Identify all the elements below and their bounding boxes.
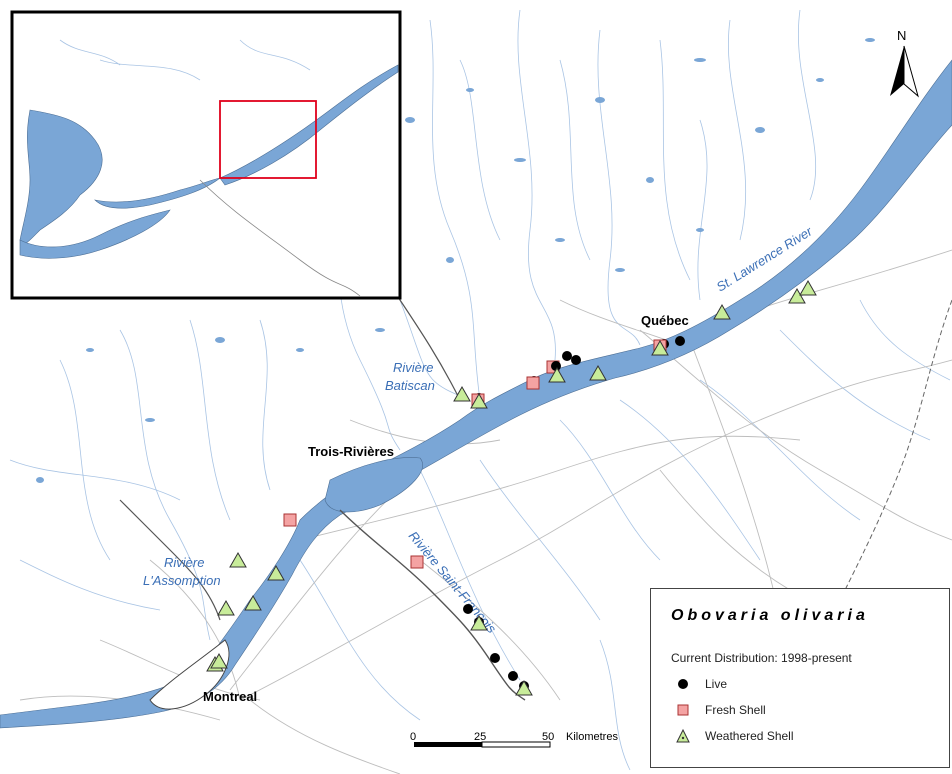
occurrence-markers — [206, 279, 817, 696]
weathered-shell-marker — [799, 279, 817, 296]
weathered-shell-marker — [229, 551, 247, 568]
inset-map — [10, 10, 402, 300]
city-label-quebec: Québec — [641, 313, 689, 328]
weathered-shell-marker — [470, 392, 488, 409]
weathered-shell-marker — [713, 303, 731, 320]
legend-item-fresh-shell: Fresh Shell — [675, 701, 766, 719]
scale-unit: Kilometres — [566, 731, 618, 743]
river-label-batiscan-2: Batiscan — [385, 378, 435, 393]
lakes — [36, 38, 875, 483]
scale-tick-50: 50 — [542, 731, 554, 743]
live-marker — [562, 351, 572, 361]
weathered-shell-marker — [453, 385, 471, 402]
legend-item-live: Live — [675, 675, 727, 693]
fresh-shell-marker — [526, 376, 540, 390]
legend-item-weathered-shell: Weathered Shell — [675, 727, 794, 745]
svg-text:N: N — [897, 28, 906, 43]
live-marker — [490, 653, 500, 663]
live-marker — [675, 336, 685, 346]
city-label-trois-rivieres: Trois-Rivières — [308, 444, 394, 459]
city-label-montreal: Montreal — [203, 689, 257, 704]
weathered-shell-marker — [470, 614, 488, 631]
saint-francois-river — [339, 509, 526, 701]
scale-tick-25: 25 — [474, 731, 486, 743]
fresh-shell-marker — [410, 555, 424, 569]
live-marker — [571, 355, 581, 365]
live-symbol-icon — [678, 679, 688, 689]
scale-tick-0: 0 — [410, 731, 416, 743]
live-marker — [463, 604, 473, 614]
weathered-shell-marker — [651, 339, 669, 356]
weathered-shell-marker — [210, 652, 228, 669]
river-label-assomption-1: Rivière — [164, 555, 204, 570]
river-label-assomption-2: L'Assomption — [143, 573, 221, 588]
assomption-river — [119, 499, 221, 621]
live-marker — [551, 361, 561, 371]
legend: Obovaria olivaria Current Distribution: … — [650, 588, 950, 768]
weathered-shell-marker — [788, 287, 806, 304]
river-label-batiscan-1: Rivière — [393, 360, 433, 375]
montreal-island — [149, 639, 230, 710]
fresh-shell-symbol-icon — [677, 704, 689, 716]
north-arrow-icon — [890, 46, 904, 96]
scale-bar: 0 25 50 Kilometres — [410, 727, 618, 748]
weathered-shell-marker — [267, 564, 285, 581]
border-line — [839, 299, 952, 601]
weathered-shell-marker — [217, 599, 235, 616]
weathered-shell-marker — [589, 364, 607, 381]
fresh-shell-marker — [283, 513, 297, 527]
weathered-shell-symbol-icon — [676, 728, 690, 743]
live-marker — [508, 671, 518, 681]
inset-extent-box — [219, 100, 317, 179]
legend-title: Obovaria olivaria — [671, 607, 869, 624]
legend-subtitle: Current Distribution: 1998-present — [671, 651, 852, 665]
north-arrow: N — [890, 28, 919, 98]
weathered-shell-marker — [548, 366, 566, 383]
weathered-shell-marker — [244, 594, 262, 611]
weathered-shell-marker — [515, 679, 533, 696]
